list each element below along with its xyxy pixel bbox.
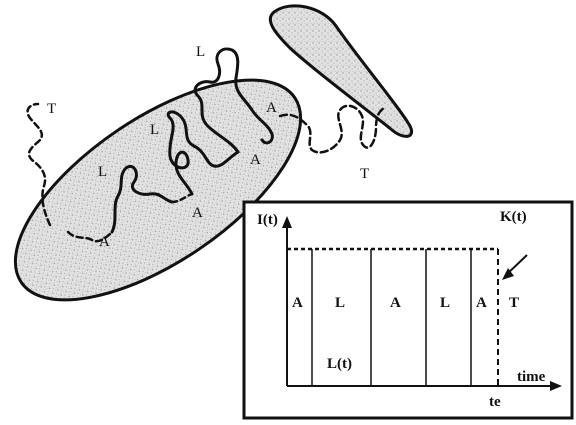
segment-label-6: T	[509, 295, 519, 311]
label-l-left: L	[98, 164, 107, 180]
te-label: te	[489, 394, 501, 410]
inset-plot: I(t) K(t) time te L(t) A L A L A T	[244, 202, 572, 418]
label-t-left: T	[47, 101, 56, 117]
lt-label: L(t)	[327, 356, 352, 372]
label-a-2: A	[250, 152, 261, 168]
segment-label-3: A	[390, 295, 401, 311]
label-t-right: T	[360, 166, 369, 182]
segment-label-1: A	[292, 295, 303, 311]
x-axis-label: time	[517, 369, 546, 385]
segment-label-4: L	[440, 295, 450, 311]
label-a-1: A	[266, 100, 277, 116]
label-a-3: A	[192, 205, 203, 221]
segment-label-5: A	[476, 295, 487, 311]
label-l-top: L	[196, 44, 205, 60]
kt-label: K(t)	[500, 209, 527, 225]
segment-label-2: L	[335, 295, 345, 311]
label-l-mid: L	[150, 122, 159, 138]
y-axis-label: I(t)	[257, 212, 278, 228]
label-a-4: A	[99, 234, 110, 250]
